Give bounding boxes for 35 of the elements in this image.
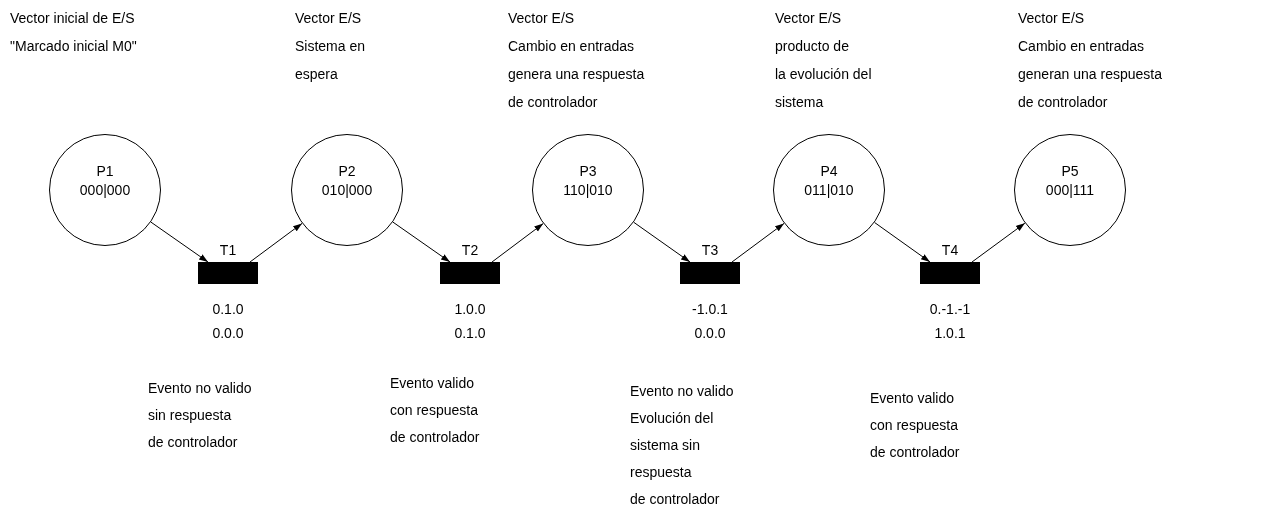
firing-vector: 1.0.0 0.1.0 <box>453 300 487 343</box>
event-note: Evento valido con respuesta de controlador <box>390 374 480 447</box>
transition-label: T4 <box>940 241 960 259</box>
arrow <box>971 222 1026 263</box>
state-vector: 000|111 <box>1045 181 1095 200</box>
description-text: Vector E/S producto de la evolución del sistema <box>775 9 872 112</box>
firing-vector: 0.-1.-1 1.0.1 <box>928 300 972 343</box>
arrow <box>633 221 691 263</box>
transition-label: T2 <box>460 241 480 259</box>
arrow <box>150 221 209 263</box>
state-vector: 011|010 <box>804 181 854 200</box>
description-text: Vector E/S Sistema en espera <box>295 9 366 84</box>
arrow <box>874 222 931 263</box>
state-vector: 000|000 <box>79 181 131 200</box>
transition-label: T1 <box>218 241 238 259</box>
place-label: P3 <box>579 162 597 181</box>
place-label: P4 <box>820 162 838 181</box>
state-vector: 110|010 <box>563 181 613 200</box>
arrow <box>249 222 303 263</box>
place-label: P1 <box>96 162 114 181</box>
arrow <box>491 223 544 263</box>
description-text: Vector inicial de E/S "Marcado inicial M0" <box>10 9 137 56</box>
place-label: P2 <box>338 162 356 181</box>
state-vector: 010|000 <box>321 181 373 200</box>
event-note: Evento no valido Evolución del sistema sin respuesta de controlador <box>630 382 734 509</box>
firing-vector: 0.1.0 0.0.0 <box>211 300 245 343</box>
description-text: Vector E/S Cambio en entradas generan una respuesta de controlador <box>1018 9 1162 112</box>
event-note: Evento valido con respuesta de controlador <box>870 389 960 462</box>
event-note: Evento no valido sin respuesta de controlador <box>148 379 252 452</box>
arrow <box>731 222 785 263</box>
firing-vector: -1.0.1 0.0.0 <box>691 300 729 343</box>
transition-label: T3 <box>700 241 720 259</box>
description-text: Vector E/S Cambio en entradas genera una respuesta de controlador <box>508 9 645 112</box>
arrow <box>392 221 451 263</box>
place-label: P5 <box>1061 162 1079 181</box>
